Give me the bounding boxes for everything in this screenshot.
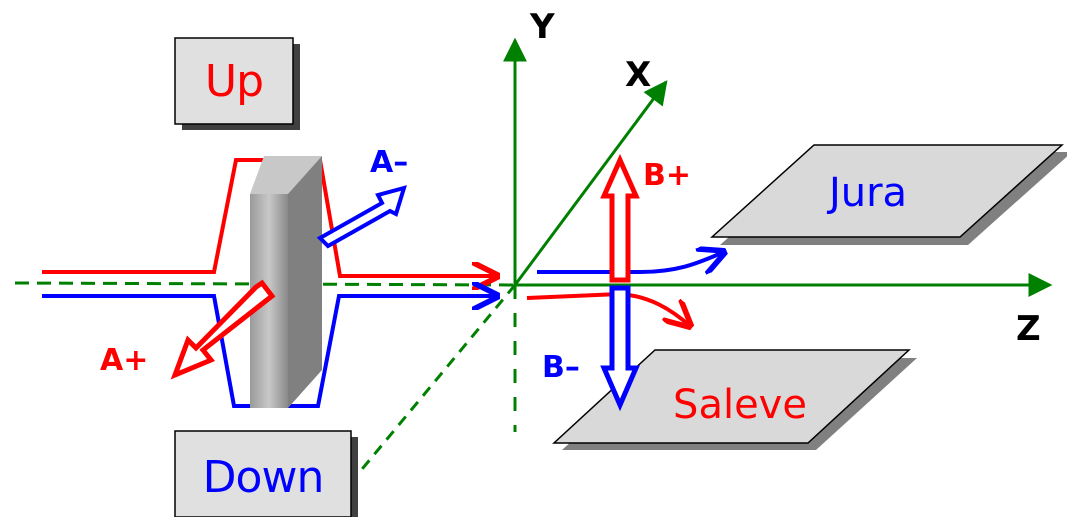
up-label: Up (205, 56, 263, 107)
x-axis-label: X (625, 55, 651, 95)
b-plus-label: B+ (643, 158, 691, 193)
z-axis-label: Z (1016, 309, 1041, 349)
jura-plate: Jura (710, 144, 1067, 245)
saleve-plate: Saleve (552, 349, 917, 450)
red-beam-to-saleve (526, 291, 690, 326)
a-minus-arrow (316, 185, 407, 249)
down-label: Down (203, 452, 324, 503)
y-axis-label: Y (529, 7, 555, 47)
blue-beam-to-jura (537, 252, 724, 272)
x-axis (513, 80, 668, 286)
b-minus-label: B– (542, 350, 580, 385)
x-axis-dashed (356, 284, 517, 475)
a-plus-arrow (170, 279, 276, 380)
b-plus-arrow (600, 153, 640, 283)
a-minus-label: A– (370, 145, 408, 180)
up-box: Up (174, 37, 300, 130)
a-plus-label: A+ (100, 343, 148, 378)
saleve-label: Saleve (673, 382, 807, 428)
jura-label: Jura (826, 170, 907, 216)
b-minus-arrow (600, 285, 640, 412)
down-box: Down (174, 430, 358, 517)
